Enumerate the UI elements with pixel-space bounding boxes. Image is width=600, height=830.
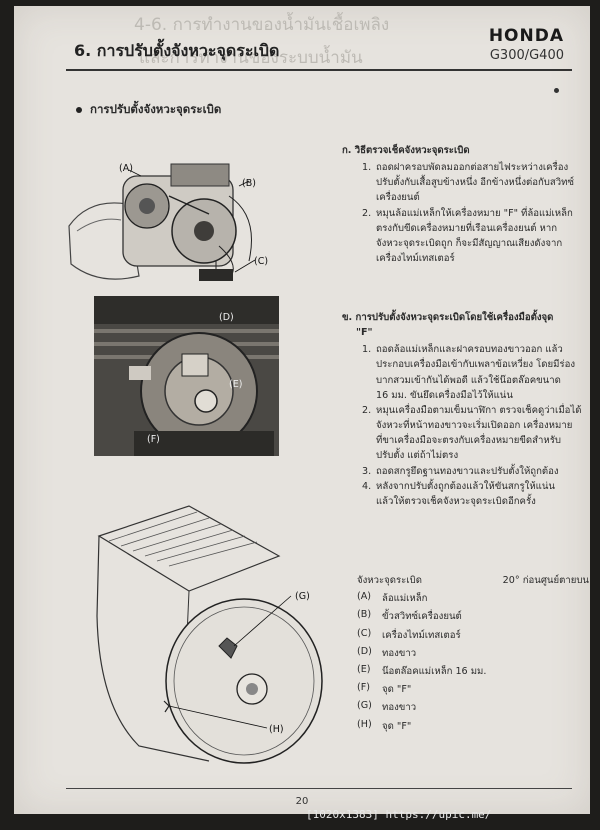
spec-timing-label: จังหวะจุดระเบิด [357,575,422,586]
adjust-step: 2. หมุนเครื่องมือตามเข็มนาฬิกา ตรวจเช็คดู… [342,403,590,464]
adjust-step-line: ถอดล้อแม่เหล็กและฝาครอบทองขาวออก แล้ว [376,344,563,356]
adjust-step-line: แล้วให้ตรวจเช็คจังหวะจุดระเบิดอีกครั้ง [376,495,536,507]
legend-text: ทองขาว [382,647,417,659]
spec-timing-value: 20° ก่อนศูนย์ตายบน [502,575,589,586]
legend-tag: (H) [357,718,372,730]
adjust-step-number: 1. [362,344,372,356]
section-check-heading: ก. วิธีตรวจเช็คจังหวะจุดระเบิด [342,145,470,156]
legend-text: ขั้วสวิทซ์เครื่องยนต์ [382,611,462,623]
adjust-step: 4. หลังจากปรับตั้งถูกต้องแล้วให้ขันสกรูให… [342,479,590,509]
legend-tag: (B) [357,609,372,621]
section-adjust-heading-line1: ข. การปรับตั้งจังหวะจุดระเบิดโดยใช้เครื่… [342,312,554,323]
section-check-timing: ก. วิธีตรวจเช็คจังหวะจุดระเบิด 1. ถอดฝาคร… [342,143,590,266]
legend-item: (B) ขั้วสวิทซ์เครื่องยนต์ [357,609,589,627]
show-through-text-2: และการทำงานของระบบน้ำมัน [139,48,363,68]
legend-item: (C) เครื่องไทม์เทสเตอร์ [357,628,589,646]
show-through-text-1: 4-6. การทำงานของน้ำมันเชื้อเพลิง [134,15,390,35]
legend-list: (A) ล้อแม่เหล็ก (B) ขั้วสวิทซ์เครื่องยนต์ (C… [357,591,589,737]
check-step: 2. หมุนล้อแม่เหล็กให้เครื่องหมาย "F" ที่ล… [342,206,590,267]
legend-text: เครื่องไทม์เทสเตอร์ [382,629,461,641]
section-adjust-timing: ข. การปรับตั้งจังหวะจุดระเบิดโดยใช้เครื่… [342,310,590,509]
manual-page: 4-6. การทำงานของน้ำมันเชื้อเพลิง และการท… [14,6,590,814]
legend-text: จุด "F" [382,720,412,732]
figure-points-photo [94,296,279,456]
page-title: 6. การปรับตั้งจังหวะจุดระเบิด [74,41,280,60]
spec-timing-row: จังหวะจุดระเบิด 20° ก่อนศูนย์ตายบน [357,573,589,591]
check-step-line: ถอดฝาครอบพัดลมออกต่อสายไฟระหว่างเครื่อง [376,162,569,174]
check-step-line: เครื่องไทม์เทสเตอร์ [376,253,455,265]
figure-label-h: (H) [269,724,284,735]
legend-text: น๊อตล๊อคแม่เหล็ก 16 มม. [382,665,487,677]
check-step: 1. ถอดฝาครอบพัดลมออกต่อสายไฟระหว่างเครื่อ… [342,160,590,205]
figure-label-d: (D) [219,312,234,323]
legend-item: (F) จุด "F" [357,682,589,700]
adjust-step-number: 2. [362,404,372,416]
legend-item: (H) จุด "F" [357,719,589,737]
legend-text: ทองขาว [382,702,417,714]
check-steps-list: 1. ถอดฝาครอบพัดลมออกต่อสายไฟระหว่างเครื่อ… [342,160,590,266]
header-rule [66,69,572,71]
legend-tag: (E) [357,663,371,675]
adjust-step-line: บากสวมเข้ากันได้พอดี แล้วใช้น๊อตล๊อคขนาด [376,374,561,386]
legend-item: (A) ล้อแม่เหล็ก [357,591,589,609]
adjust-step-line: ถอดสกรูยึดฐานทองขาวและปรับตั้งให้ถูกต้อง [376,465,559,477]
legend-tag: (G) [357,700,372,712]
adjust-step-line: 16 มม. ขันยึดเครื่องมือไว้ให้แน่น [376,389,513,401]
adjust-step-line: หลังจากปรับตั้งถูกต้องแล้วให้ขันสกรูให้แ… [376,480,555,492]
figure-label-f: (F) [147,434,160,445]
adjust-step-line: ปรับตั้ง แต่ถ้าไม่ตรง [376,450,459,462]
check-step-number: 2. [362,207,372,219]
figure-label-e: (E) [229,379,243,390]
adjust-step: 3. ถอดสกรูยึดฐานทองขาวและปรับตั้งให้ถูกต้… [342,464,590,479]
figure-label-b: (B) [242,178,256,189]
legend-text: จุด "F" [382,684,412,696]
bullet-icon [554,88,559,93]
section-heading: การปรับตั้งจังหวะจุดระเบิด [76,101,221,119]
figure-label-a: (A) [119,163,133,174]
check-step-line: ตรงกับขีดเครื่องหมายที่เรือนเครื่องยนต์ … [376,222,558,234]
adjust-step-line: จังหวะที่หน้าทองขาวจะเริ่มเปิดออก เครื่อ… [376,420,573,432]
legend-item: (E) น๊อตล๊อคแม่เหล็ก 16 มม. [357,664,589,682]
adjust-step-number: 4. [362,480,372,492]
page-number: 20 [295,796,309,807]
check-step-line: ปรับตั้งกับเสื้อสูบข้างหนึ่ง อีกข้างหนึ่… [376,177,574,189]
check-step-line: เครื่องยนต์ [376,192,420,204]
check-step-line: จังหวะจุดระเบิดถูก ก็จะมีสัญญาณเสียงดังจ… [376,237,563,249]
legend-item: (G) ทองขาว [357,700,589,718]
figure-timing-tester [68,163,256,281]
figure-engine-drawing [96,505,323,764]
model-number: G300/G400 [489,48,564,63]
section-heading-text: การปรับตั้งจังหวะจุดระเบิด [90,102,222,116]
legend-tag: (C) [357,627,372,639]
section-adjust-heading-line2: "F" [356,327,373,339]
legend-item: (D) ทองขาว [357,646,589,664]
check-step-number: 1. [362,162,372,174]
honda-logo: HONDA [488,26,564,46]
image-watermark: [1020x1383] https://upic.me/ [306,808,492,821]
adjust-step-number: 3. [362,465,372,477]
adjust-step-line: หมุนเครื่องมือตามเข็มนาฬิกา ตรวจเช็คดูว่… [376,404,582,416]
bullet-icon [76,106,82,113]
check-step-line: หมุนล้อแม่เหล็กให้เครื่องหมาย "F" ที่ล้อ… [376,207,573,219]
adjust-step-line: ประกอบเครื่องมือเข้ากับเพลาข้อเหวี่ยง โด… [376,359,576,371]
legend-tag: (F) [357,682,371,694]
legend-tag: (A) [357,591,372,603]
adjust-step: 1. ถอดล้อแม่เหล็กและฝาครอบทองขาวออก แล้วป… [342,342,590,403]
adjust-step-line: ที่ขาเครื่องมือจะตรงกับเครื่องหมายขีดสำห… [376,435,561,447]
footer-rule [66,788,572,789]
brand-block: HONDA G300/G400 [489,26,564,63]
spec-legend: จังหวะจุดระเบิด 20° ก่อนศูนย์ตายบน (A) ล้… [357,573,589,737]
adjust-steps-list: 1. ถอดล้อแม่เหล็กและฝาครอบทองขาวออก แล้วป… [342,342,590,509]
figure-label-g: (G) [295,591,310,602]
figure-label-c: (C) [254,256,269,267]
legend-text: ล้อแม่เหล็ก [382,593,428,605]
legend-tag: (D) [357,645,372,657]
